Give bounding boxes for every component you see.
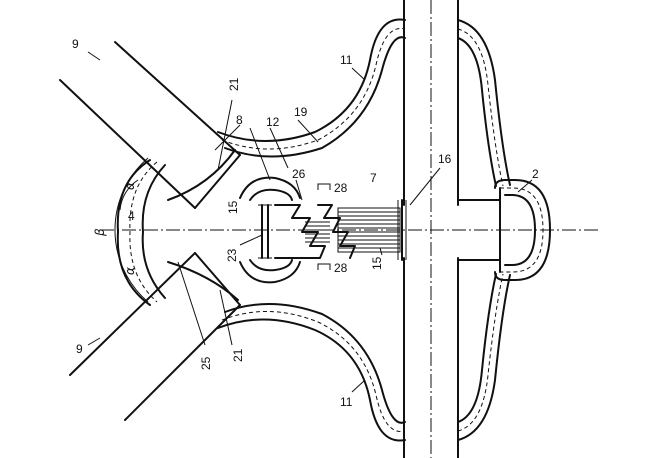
label-26: 26 (292, 167, 306, 181)
label-12: 12 (266, 115, 280, 129)
label-beta: β (93, 228, 107, 237)
label-9-bottom: 9 (76, 342, 83, 356)
lower-arm (69, 252, 241, 421)
label-4: 4 (128, 209, 135, 223)
label-23: 23 (225, 248, 239, 262)
label-28-top: 28 (334, 181, 348, 195)
reference-labels: 9 9 11 11 21 21 8 12 19 26 28 28 7 16 2 … (72, 37, 539, 409)
interlock-teeth (274, 204, 356, 259)
label-alpha-bottom: α (123, 267, 137, 275)
label-16: 16 (438, 152, 452, 166)
label-15-left: 15 (226, 200, 240, 214)
label-25: 25 (199, 356, 213, 370)
vertical-shaft (403, 0, 459, 458)
label-21-top: 21 (227, 77, 241, 91)
hatched-insert (305, 221, 330, 243)
plate-16 (397, 199, 407, 261)
angle-arcs (114, 157, 149, 303)
label-21-bottom: 21 (231, 348, 245, 362)
leader-lines (87, 51, 533, 393)
right-pin (457, 179, 551, 281)
upper-arm (59, 41, 241, 209)
label-15-right: 15 (370, 256, 384, 270)
arm-end-curve-top (167, 149, 236, 201)
label-2: 2 (532, 167, 539, 181)
arm-end-curve-bottom (167, 261, 239, 301)
label-11-bottom: 11 (340, 395, 353, 409)
label-11-top: 11 (340, 53, 353, 67)
bottom-strap (217, 273, 511, 442)
label-9-top: 9 (72, 37, 79, 51)
central-coupling (239, 176, 301, 284)
bracket-28-bottom (317, 263, 331, 270)
label-alpha-top: α (123, 182, 137, 190)
label-7: 7 (370, 171, 377, 185)
top-strap (217, 18, 511, 187)
label-28-bottom: 28 (334, 261, 348, 275)
left-bracket (116, 159, 166, 306)
label-8: 8 (236, 113, 243, 127)
label-19: 19 (294, 105, 308, 119)
bracket-28-top (317, 183, 331, 190)
hatched-block-7 (337, 207, 401, 253)
